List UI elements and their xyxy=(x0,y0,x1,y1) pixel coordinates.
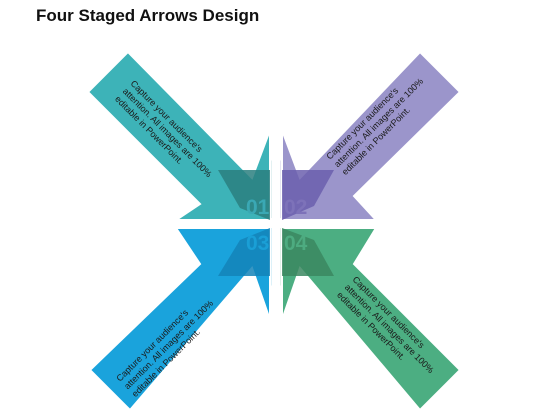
page-title: Four Staged Arrows Design xyxy=(36,6,260,25)
arrow-03: Capture your audience'sattention. All im… xyxy=(88,227,271,412)
arrow-01: Capture your audience'sattention. All im… xyxy=(86,50,271,221)
stage-number-02: 02 xyxy=(284,196,307,219)
arrow-04: Capture your audience'sattention. All im… xyxy=(281,227,462,412)
stage-number-01: 01 xyxy=(246,196,270,219)
stage-number-03: 03 xyxy=(246,232,269,255)
stage-number-04: 04 xyxy=(284,232,308,255)
arrow-02: Capture your audience'sattention. All im… xyxy=(281,50,462,221)
